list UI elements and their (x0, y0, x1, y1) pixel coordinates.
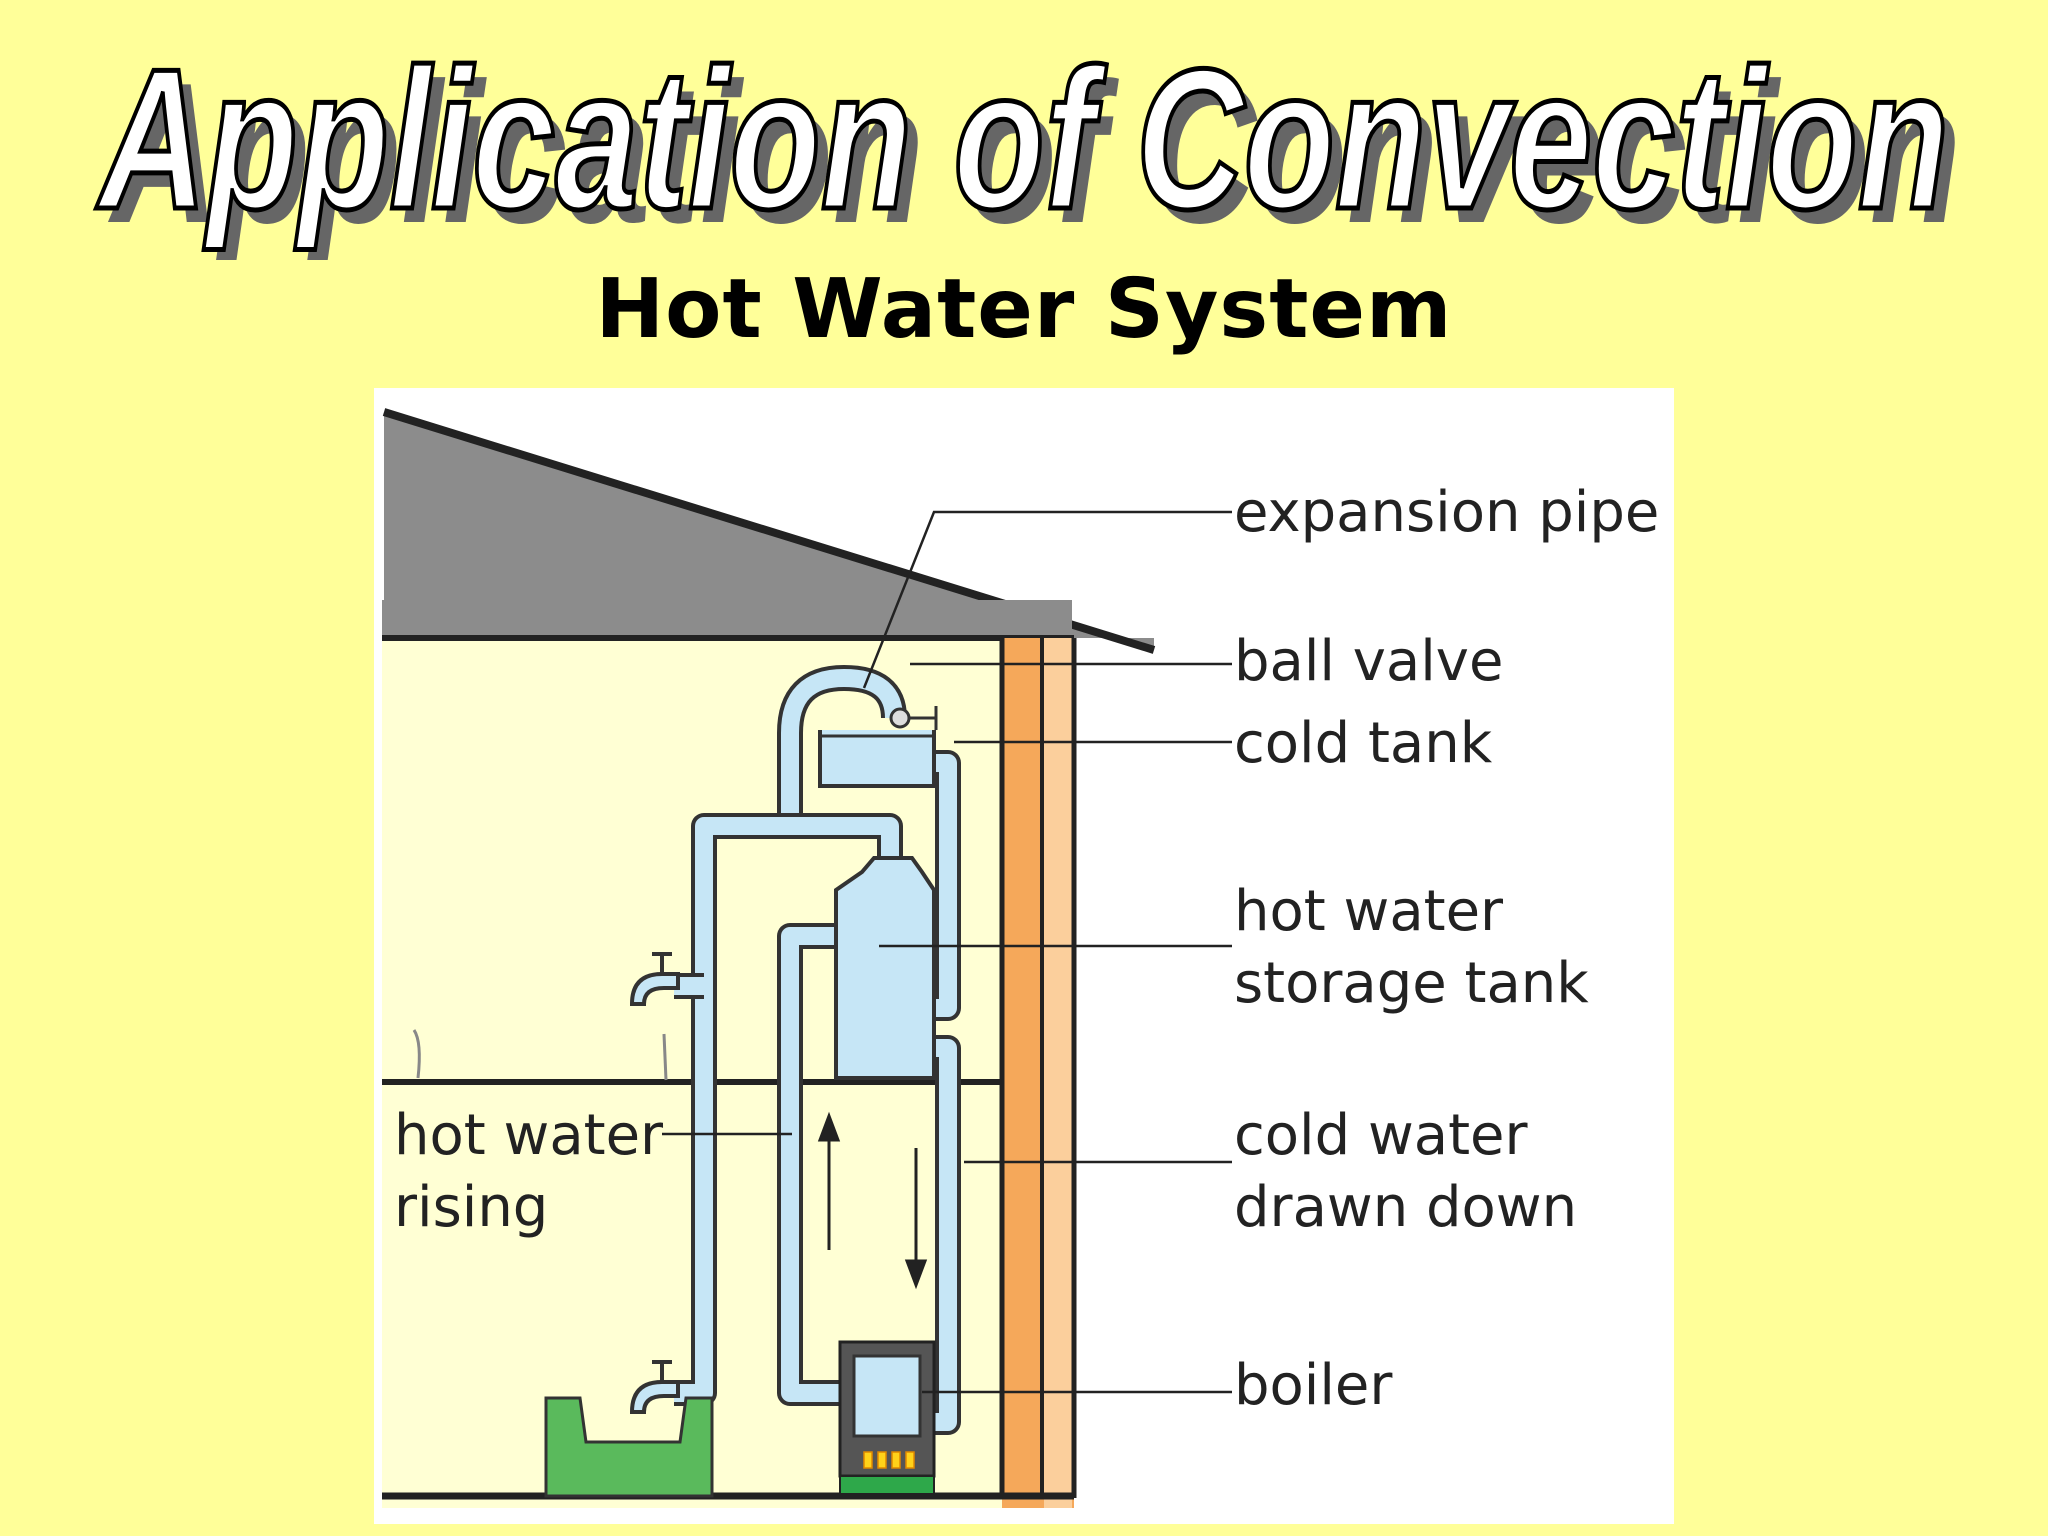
label-hot-rising-line1: hot water (394, 1103, 664, 1168)
slide-title: Application of Convection Application of… (0, 30, 2048, 260)
hot-rising-pipe-fill (781, 927, 854, 1402)
label-hot-rising-line2: rising (394, 1175, 548, 1240)
slide-title-art: Application of Convection Application of… (93, 30, 1961, 260)
leader-lines (662, 510, 1232, 1394)
label-expansion-pipe: expansion pipe (1234, 480, 1659, 545)
diagram-canvas: expansion pipe ball valve cold tank hot … (382, 408, 1659, 1508)
label-cold-tank: cold tank (1234, 711, 1493, 776)
label-cold-water-line1: cold water (1234, 1103, 1528, 1168)
ball-valve (889, 707, 911, 729)
boiler-flames (863, 1451, 915, 1469)
label-storage-tank-line2: storage tank (1234, 951, 1589, 1016)
flow-arrows (817, 1111, 928, 1290)
hot-water-storage-tank (834, 856, 936, 1080)
cold-feed-pipe-fill (934, 754, 957, 1017)
leader-expansion-pipe (862, 510, 1232, 689)
falling-arrowhead (904, 1259, 928, 1290)
boiler-base (839, 1475, 935, 1495)
label-cold-water-line2: drawn down (1234, 1175, 1577, 1240)
slide-title-shadow: Application of Convection (107, 42, 1961, 260)
upper-basin-edge (662, 1033, 668, 1081)
cold-tank (818, 730, 936, 788)
label-storage-tank-line1: hot water (1234, 879, 1504, 944)
roof-soffit (382, 600, 1072, 638)
sink-edge (412, 1029, 421, 1079)
hot-water-system-diagram: expansion pipe ball valve cold tank hot … (374, 388, 1674, 1524)
slide-subtitle: Hot Water System (595, 262, 1453, 357)
slide-title-text: Application of Convection (95, 30, 1949, 251)
rising-arrowhead (817, 1111, 841, 1142)
basin (544, 1396, 714, 1498)
label-boiler: boiler (1234, 1353, 1393, 1418)
label-ball-valve: ball valve (1234, 629, 1503, 694)
house-interior (382, 638, 1072, 1508)
expansion-pipe-fill (781, 669, 903, 818)
lower-tap (629, 1360, 680, 1414)
boiler-chamber (852, 1354, 922, 1438)
outer-wall-light (1044, 638, 1072, 1508)
hot-supply-pipe-fill (674, 817, 899, 1402)
upper-tap (629, 952, 680, 1006)
